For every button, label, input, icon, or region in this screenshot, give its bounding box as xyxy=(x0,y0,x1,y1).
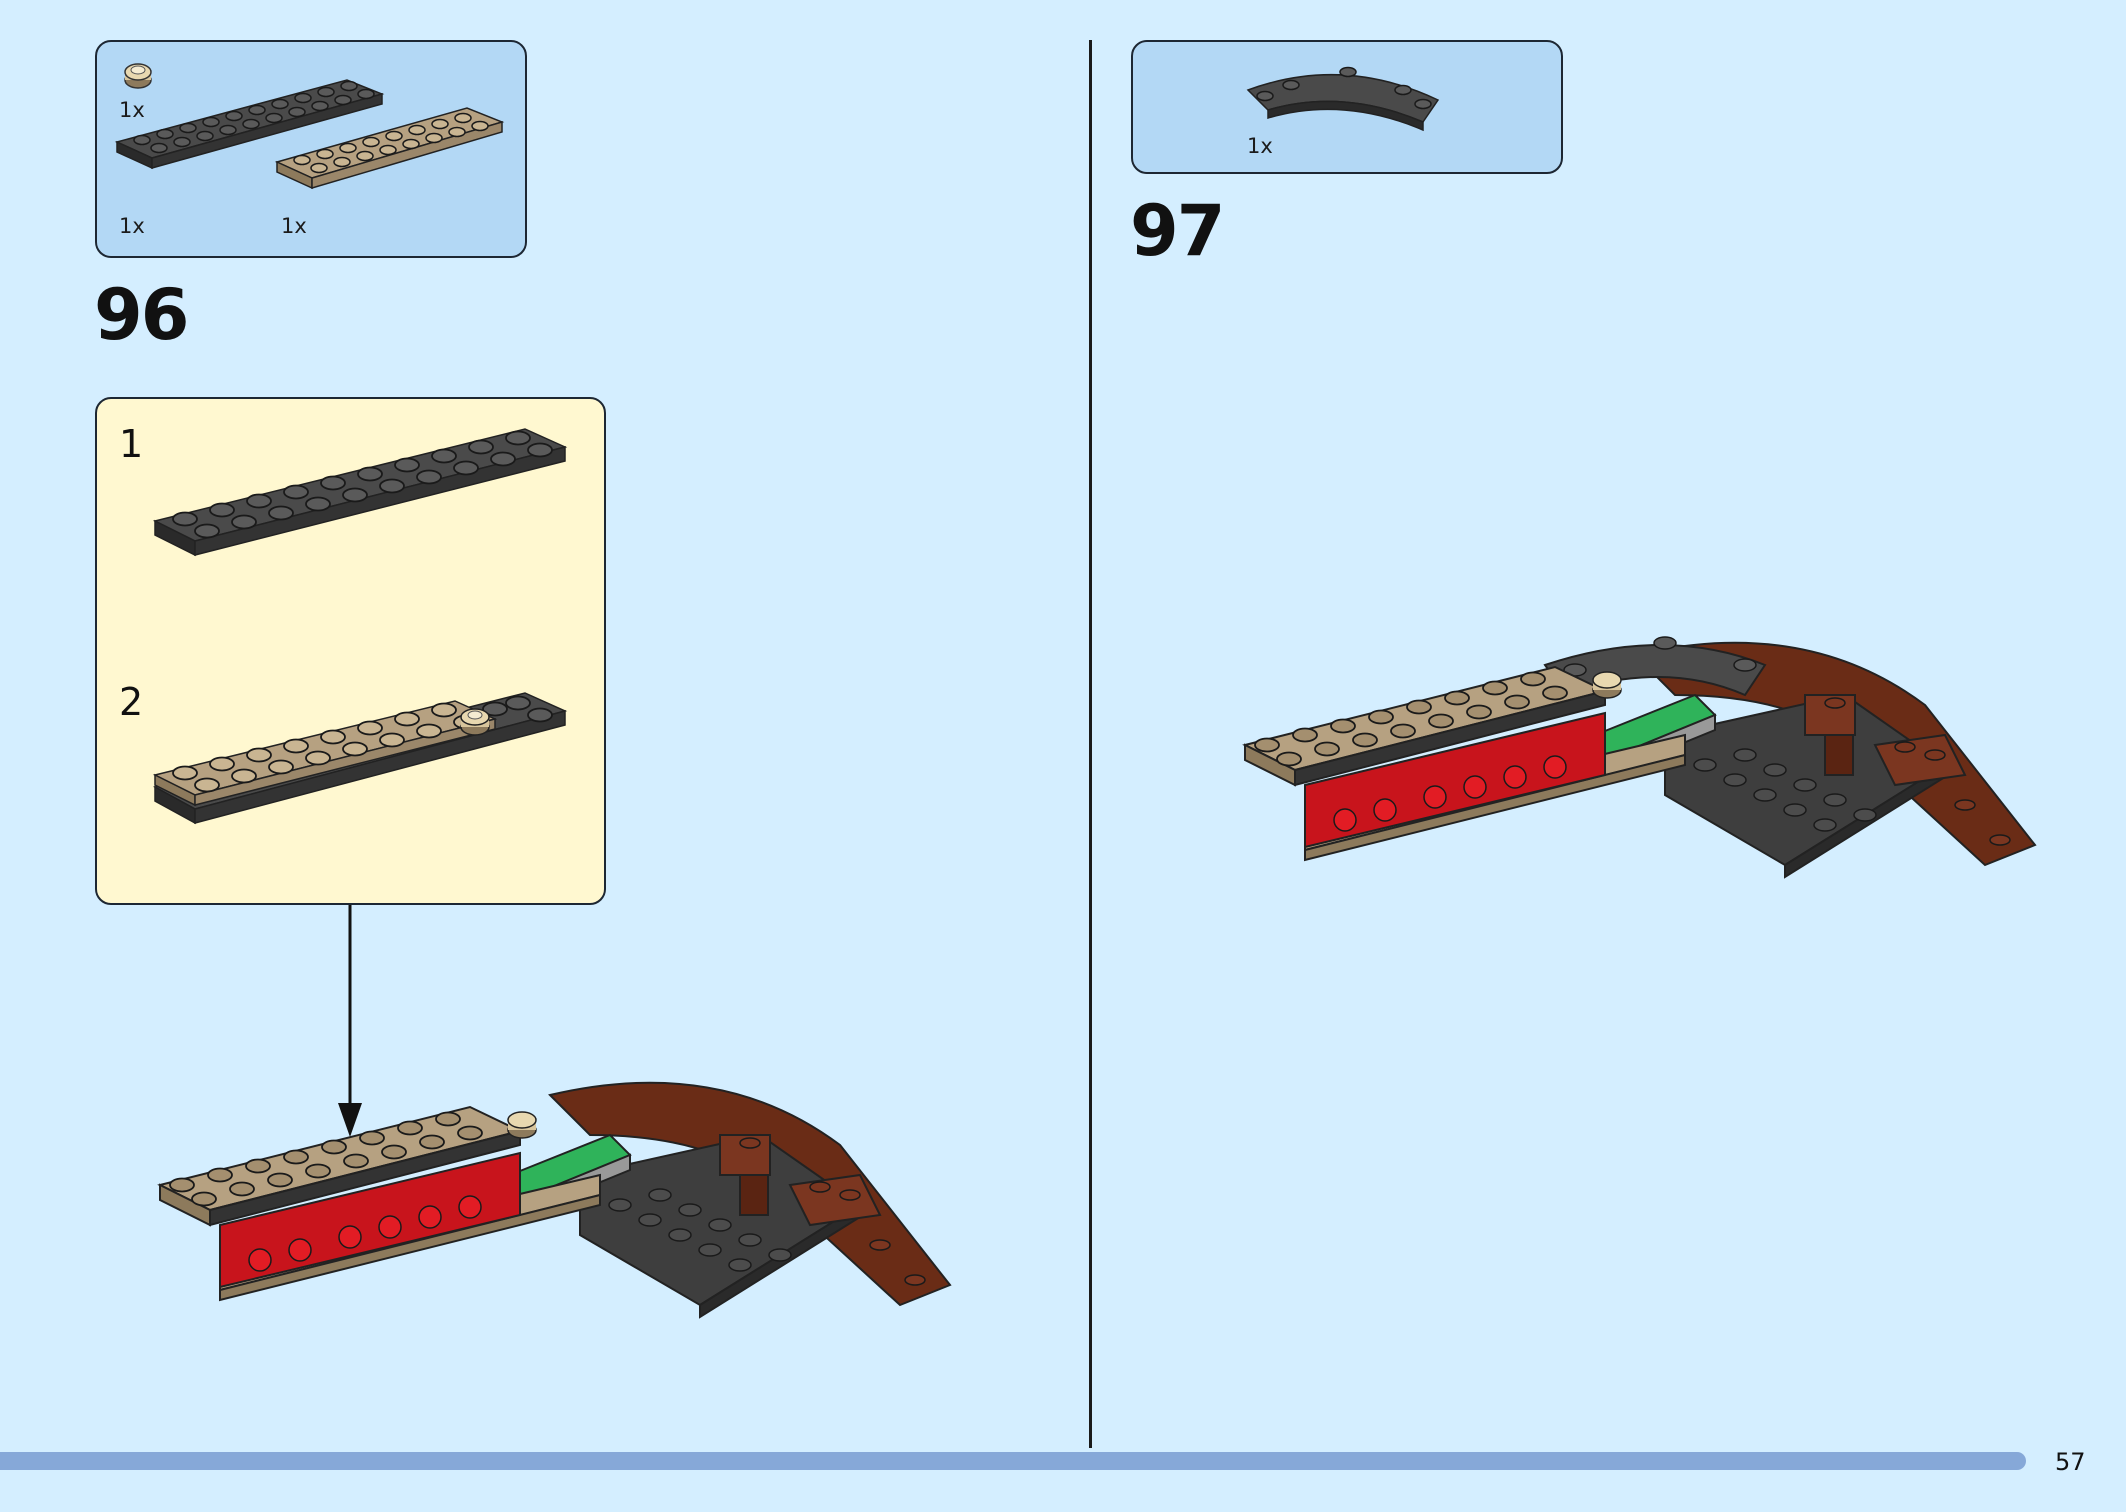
model-assembly-step-96-icon xyxy=(157,1081,952,1319)
quantity-label: 1x xyxy=(119,98,145,122)
tan-plate-icon xyxy=(274,107,505,190)
subassembly-callout: 1 2 xyxy=(95,397,606,905)
model-assembly-step-97-icon xyxy=(1242,636,2037,879)
down-arrow-icon xyxy=(338,905,362,1137)
step-number-96: 96 xyxy=(94,274,189,356)
page-number: 57 xyxy=(2055,1448,2086,1476)
parts-callout-step-96: 1x 1x xyxy=(95,40,527,258)
black-curved-plate-icon xyxy=(1246,66,1440,132)
quantity-label: 1x xyxy=(1247,134,1273,158)
substep-number-1: 1 xyxy=(119,422,144,466)
tan-round-stud-icon xyxy=(124,63,152,89)
substep-number-2: 2 xyxy=(119,680,144,724)
black-plate-assembly-icon xyxy=(152,428,568,557)
parts-callout-step-97: 1x xyxy=(1131,40,1563,174)
step-number-97: 97 xyxy=(1130,190,1225,272)
quantity-label: 1x xyxy=(281,214,307,238)
tan-on-black-assembly-icon xyxy=(152,692,568,825)
page-divider xyxy=(1089,40,1092,1448)
black-plate-icon xyxy=(114,79,385,170)
quantity-label: 1x xyxy=(119,214,145,238)
progress-bar xyxy=(0,1452,2026,1470)
